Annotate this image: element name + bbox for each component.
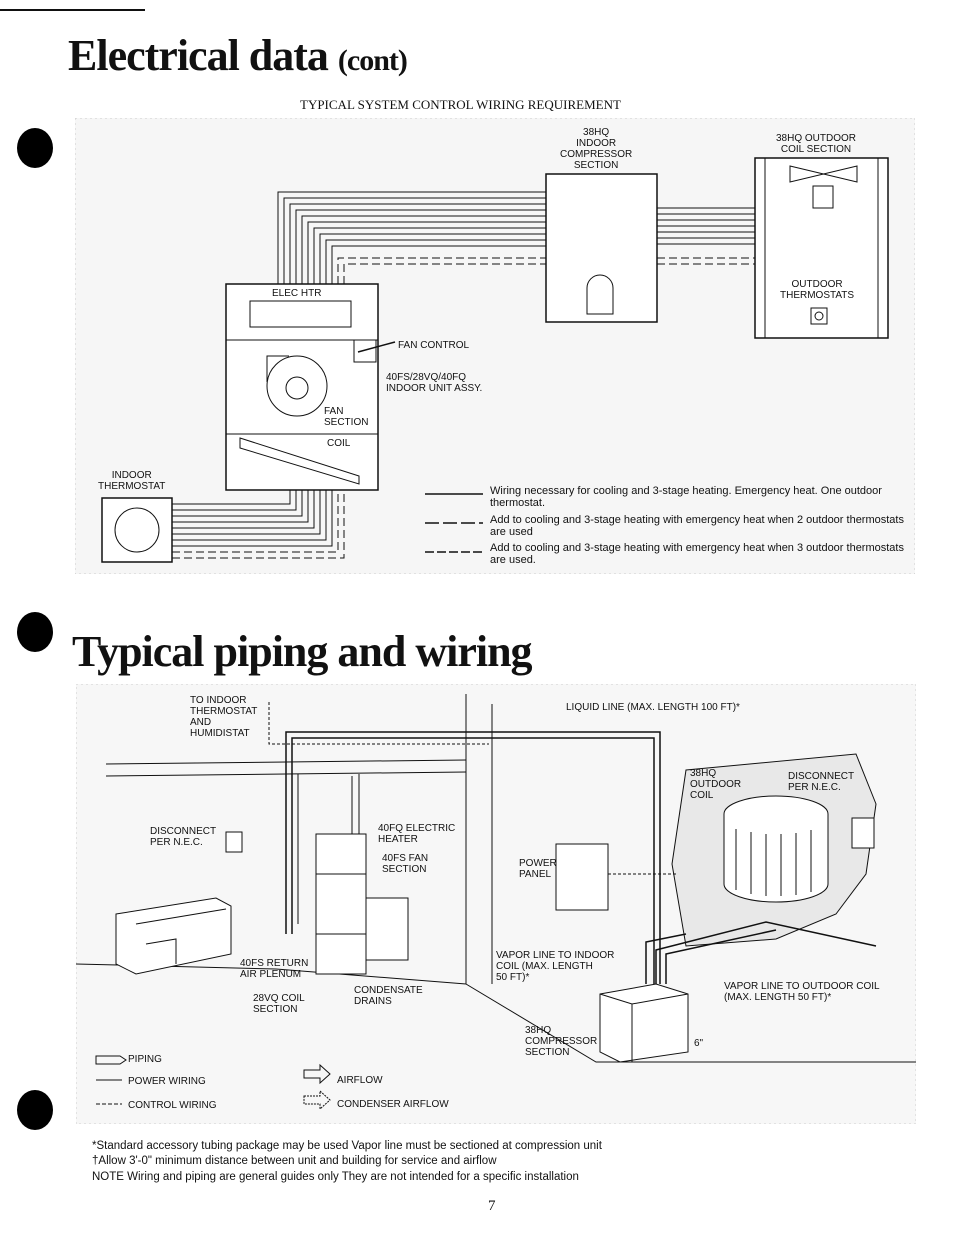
power-panel-box	[555, 843, 609, 911]
return-plenum-label: 40FS RETURN AIR PLENUM	[240, 958, 309, 980]
compressor-box	[545, 173, 658, 323]
title-suffix: (cont)	[337, 44, 408, 77]
condenser-airflow-arrow	[303, 1089, 331, 1111]
compressor-symbol	[586, 274, 614, 315]
outdoor-fan-symbol	[789, 165, 858, 183]
compressor-label: 38HQ COMPRESSOR SECTION	[525, 1025, 598, 1058]
indoor-thermostat-box	[101, 497, 173, 563]
legend-solid-text: Wiring necessary for cooling and 3-stage…	[490, 485, 882, 509]
dimension-label: 6"	[694, 1038, 704, 1049]
liquid-line-label: LIQUID LINE (MAX. LENGTH 100 FT)*	[566, 702, 740, 713]
compressor-label: 38HQ INDOOR COMPRESSOR SECTION	[560, 127, 633, 171]
legend-condenser: CONDENSER AIRFLOW	[337, 1099, 449, 1110]
electric-heater-label: 40FQ ELECTRIC HEATER	[378, 823, 456, 845]
vapor-indoor-label: VAPOR LINE TO INDOOR COIL (MAX. LENGTH 5…	[496, 950, 615, 983]
airflow-arrow	[303, 1063, 331, 1085]
indoor-unit-label: 40FS/28VQ/40FQ INDOOR UNIT ASSY.	[386, 372, 483, 394]
punch-hole-top	[17, 128, 53, 168]
section-title-piping: Typical piping and wiring	[72, 627, 533, 676]
elec-htr-label: ELEC HTR	[272, 288, 322, 299]
page-number: 7	[488, 1198, 496, 1214]
fan-section-label: FAN SECTION	[324, 406, 369, 428]
disconnect-left-box	[225, 831, 243, 853]
footnote-2: †Allow 3'-0" minimum distance between un…	[92, 1155, 497, 1167]
punch-hole-bottom	[17, 1090, 53, 1130]
disconnect-right-label: DISCONNECT PER N.E.C.	[788, 771, 855, 793]
title-main: Electrical data	[68, 31, 329, 80]
disconnect-right-box	[851, 817, 875, 849]
legend-piping: PIPING	[128, 1054, 162, 1065]
indoor-heater-box	[315, 833, 367, 875]
condensate-label: CONDENSATE DRAINS	[354, 985, 423, 1007]
punch-hole-middle	[17, 612, 53, 652]
coil-label: COIL	[327, 438, 351, 449]
thermostat-symbol	[810, 307, 828, 325]
section-title-electrical: Electrical data (cont)	[68, 30, 408, 87]
blower-symbol	[266, 355, 328, 417]
disconnect-left-label: DISCONNECT PER N.E.C.	[150, 826, 217, 848]
legend-power: POWER WIRING	[128, 1076, 206, 1087]
wiring-subtitle: TYPICAL SYSTEM CONTROL WIRING REQUIREMEN…	[300, 97, 621, 112]
outdoor-thermostats-label: OUTDOOR THERMOSTATS	[780, 279, 855, 301]
compressor-box	[599, 983, 689, 1063]
coil-symbol	[239, 437, 360, 485]
fan-section-label: 40FS FAN SECTION	[382, 853, 429, 875]
legend-airflow: AIRFLOW	[337, 1075, 383, 1086]
footnote-3: NOTE Wiring and piping are general guide…	[92, 1171, 579, 1183]
legend-control: CONTROL WIRING	[128, 1100, 217, 1111]
top-rule	[0, 9, 145, 11]
indoor-unit-box	[225, 283, 379, 491]
vapor-outdoor-label: VAPOR LINE TO OUTDOOR COIL (MAX. LENGTH …	[724, 981, 880, 1003]
wiring-diagram	[75, 118, 915, 574]
coil-section-label: 28VQ COIL SECTION	[253, 993, 305, 1015]
fan-control-box	[353, 339, 377, 363]
outdoor-coil-label: 38HQ OUTDOOR COIL SECTION	[776, 133, 857, 155]
power-panel-label: POWER PANEL	[519, 858, 557, 880]
legend-dotted-text: Add to cooling and 3-stage heating with …	[490, 542, 904, 566]
piping-diagram	[76, 684, 916, 1124]
to-indoor-label: TO INDOOR THERMOSTAT AND HUMIDISTAT	[190, 695, 258, 739]
indoor-thermostat-label: INDOOR THERMOSTAT	[98, 470, 166, 492]
fan-control-label: FAN CONTROL	[398, 340, 470, 351]
footnote-1: *Standard accessory tubing package may b…	[92, 1140, 602, 1152]
outdoor-coil-label: 38HQ OUTDOOR COIL	[690, 768, 742, 801]
legend-dashed-text: Add to cooling and 3-stage heating with …	[490, 514, 904, 538]
outdoor-coil-box	[754, 157, 889, 339]
